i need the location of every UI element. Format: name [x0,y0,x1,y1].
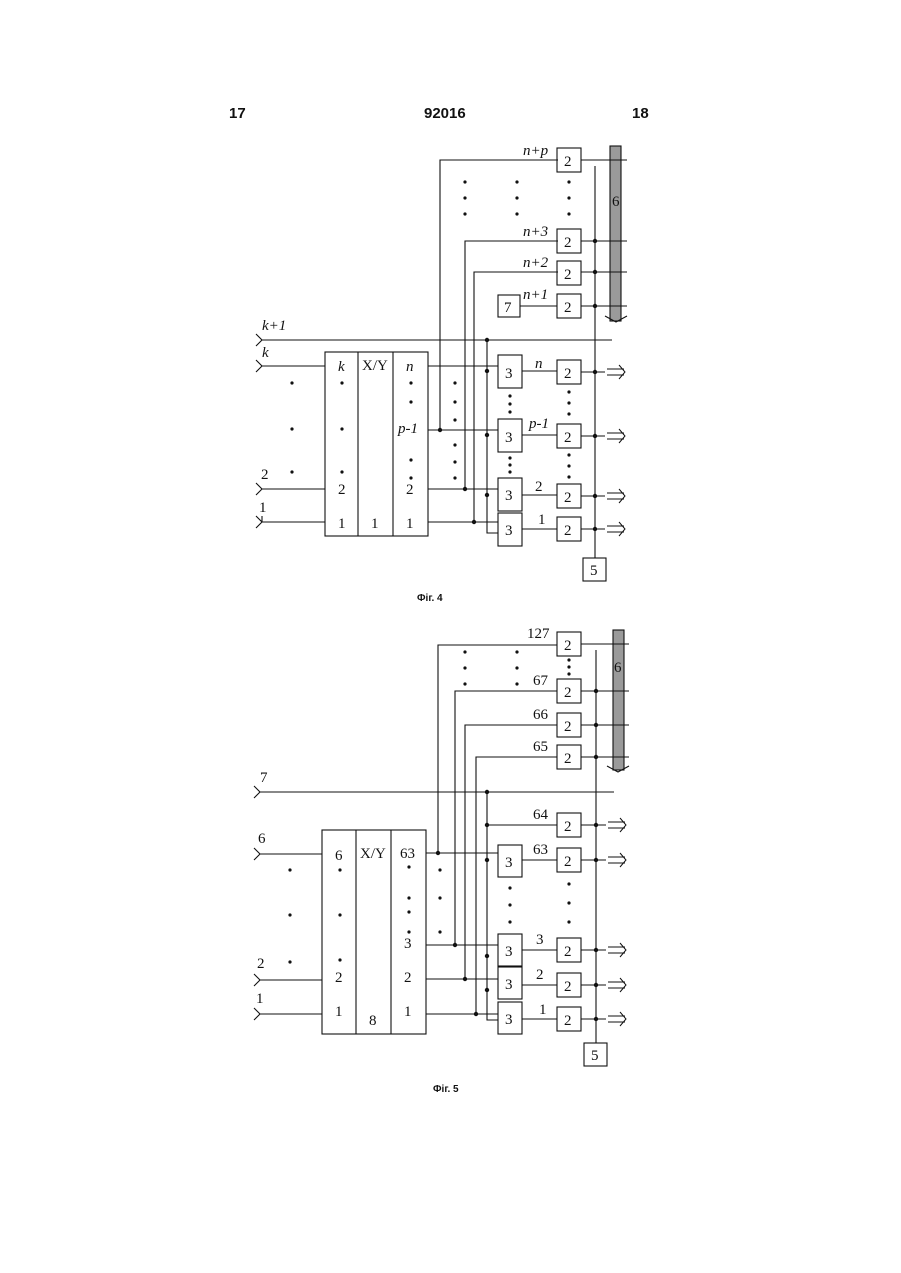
svg-text:2: 2 [564,719,572,735]
selectors-fig4: 3 3 3 3 [498,355,522,546]
dec-right-2: 2 [406,482,414,498]
wire5-1: 1 [539,1002,547,1018]
wire-n2: n+2 [523,255,549,271]
dec-number-fig4: 1 [371,516,379,532]
svg-text:2: 2 [564,979,572,995]
bus-label-fig4: 6 [612,194,620,210]
adders-fig5: 2 2 2 2 2 2 2 2 2 [557,632,581,1031]
dec5-left-2: 2 [335,970,343,986]
dec5-title: X/Y [360,846,386,862]
wire-np: n+p [523,143,549,159]
bus-6-fig5 [613,630,624,770]
dec5-right-1: 1 [404,1004,412,1020]
svg-text:2: 2 [564,1013,572,1029]
wire5-67: 67 [533,673,549,689]
svg-text:2: 2 [564,154,572,170]
svg-text:2: 2 [564,490,572,506]
svg-text:2: 2 [564,430,572,446]
wire5-127: 127 [527,626,550,642]
svg-text:2: 2 [564,366,572,382]
svg-text:7: 7 [504,300,512,316]
dec-right-p1: p-1 [397,421,418,437]
svg-text:3: 3 [505,944,513,960]
output-arrows-fig5 [608,818,626,1026]
svg-text:3: 3 [505,523,513,539]
wire5-3: 3 [536,932,544,948]
figure-5-caption: Фіг. 5 [433,1084,459,1095]
wire-1: 1 [538,512,546,528]
svg-text:3: 3 [505,977,513,993]
svg-text:3: 3 [505,366,513,382]
wire5-65: 65 [533,739,548,755]
svg-text:2: 2 [564,685,572,701]
dec-left-1: 1 [338,516,346,532]
dec-right-n: n [406,359,414,375]
svg-text:2: 2 [564,751,572,767]
wire5-2: 2 [536,967,544,983]
input-2: 2 [261,467,269,483]
dec5-left-1: 1 [335,1004,343,1020]
decoder-fig4 [325,352,428,536]
figure-4-caption: Фіг. 4 [417,593,443,604]
svg-text:2: 2 [564,854,572,870]
svg-text:3: 3 [505,488,513,504]
svg-text:5: 5 [591,1048,599,1064]
svg-text:3: 3 [505,1012,513,1028]
svg-text:5: 5 [590,563,598,579]
dec5-left-6: 6 [335,848,343,864]
wire-p1: p-1 [528,416,549,432]
dec-left-2: 2 [338,482,346,498]
figure-4: 6 k 2 1 X/Y 1 n p-1 2 1 k+1 k 2 1 [256,143,627,581]
dec5-right-63: 63 [400,846,415,862]
dec5-number: 8 [369,1013,377,1029]
dec5-right-3: 3 [404,936,412,952]
wire-n: n [535,356,543,372]
wire5-63: 63 [533,842,548,858]
svg-text:2: 2 [564,819,572,835]
input-k: k [262,345,269,361]
wire5-64: 64 [533,807,549,823]
input5-7: 7 [260,770,268,786]
svg-text:3: 3 [505,855,513,871]
selectors-fig5: 3 3 3 3 [498,845,522,1034]
input-1: 1 [259,500,267,516]
wire-n1: n+1 [523,287,548,303]
bus-6-fig4 [610,146,621,321]
dec5-right-2: 2 [404,970,412,986]
adders-fig4: 2 2 2 2 2 2 2 2 [557,148,581,541]
svg-text:2: 2 [564,300,572,316]
bus-label-fig5: 6 [614,660,622,676]
wire-2: 2 [535,479,543,495]
svg-text:2: 2 [564,523,572,539]
input5-1: 1 [256,991,264,1007]
svg-text:3: 3 [505,430,513,446]
svg-text:2: 2 [564,235,572,251]
dec-left-k: k [338,359,345,375]
figure-5: 6 6 2 1 X/Y 8 63 3 2 1 7 6 2 1 [254,626,629,1066]
svg-text:2: 2 [564,267,572,283]
input-k1: k+1 [262,318,286,334]
dec-right-1: 1 [406,516,414,532]
dec-title-fig4: X/Y [362,358,388,374]
svg-text:2: 2 [564,638,572,654]
svg-text:2: 2 [564,944,572,960]
output-arrows-fig4 [607,365,625,536]
input5-6: 6 [258,831,266,847]
wire-n3: n+3 [523,224,548,240]
wire5-66: 66 [533,707,549,723]
input5-2: 2 [257,956,265,972]
